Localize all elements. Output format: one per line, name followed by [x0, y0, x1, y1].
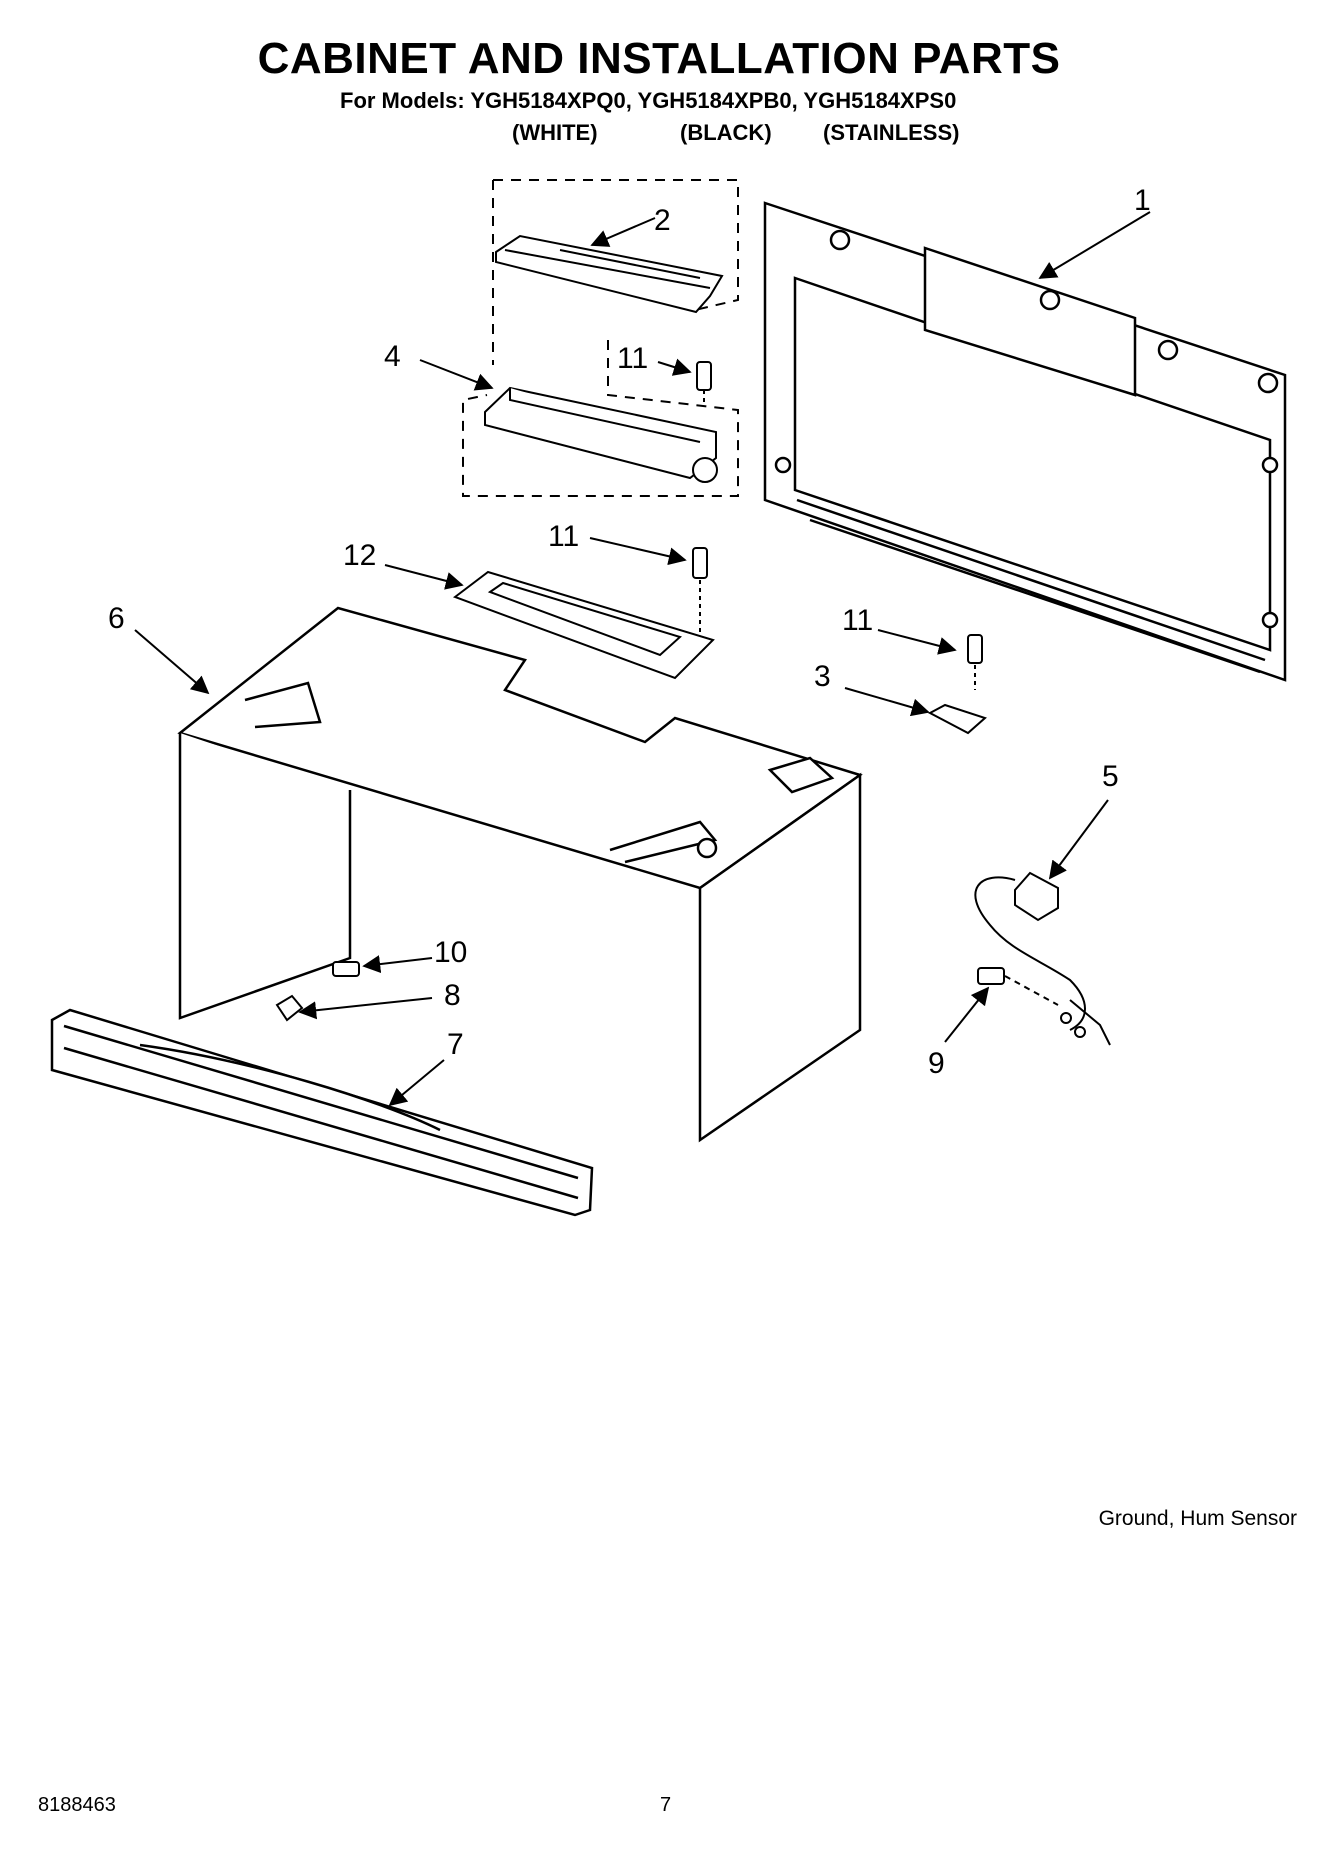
callout-4: 4 — [384, 340, 401, 373]
callout-9: 9 — [928, 1047, 945, 1080]
part-9-screw — [977, 967, 1059, 1006]
callout-1: 1 — [1134, 184, 1151, 217]
part-4-tray — [484, 386, 718, 483]
variant-white: (WHITE) — [512, 120, 598, 145]
part-7-grille — [50, 1008, 594, 1217]
part-5-hum-sensor — [974, 871, 1111, 1046]
variant-stainless: (STAINLESS) — [823, 120, 960, 145]
callout-12: 12 — [343, 539, 376, 572]
part-10-screw — [332, 961, 360, 977]
callout-8: 8 — [444, 979, 461, 1012]
part-3-plate — [927, 703, 987, 735]
screw-icon — [692, 361, 983, 690]
callout-11-right: 11 — [842, 604, 873, 637]
doc-number: 8188463 — [38, 1794, 116, 1816]
callout-3: 3 — [814, 660, 831, 693]
dashed-group-box — [462, 179, 739, 497]
callout-11-middle: 11 — [548, 520, 579, 553]
callout-5: 5 — [1102, 760, 1119, 793]
part-8-clip — [275, 994, 304, 1022]
callout-7: 7 — [447, 1028, 464, 1061]
page-number: 7 — [660, 1794, 672, 1816]
part-2-rail — [495, 234, 724, 314]
page-title: CABINET AND INSTALLATION PARTS — [257, 34, 1061, 83]
part-12-gasket — [452, 570, 715, 680]
variant-black: (BLACK) — [680, 120, 772, 145]
callout-2: 2 — [654, 204, 671, 237]
part-1-mounting-plate — [763, 201, 1287, 682]
sensor-note: Ground, Hum Sensor — [1098, 1507, 1297, 1530]
callout-11-upper: 11 — [617, 342, 648, 375]
callout-10: 10 — [434, 936, 467, 969]
leader-arrows — [134, 211, 1151, 1107]
callout-6: 6 — [108, 602, 125, 635]
part-6-cabinet — [177, 606, 863, 1143]
models-line: For Models: YGH5184XPQ0, YGH5184XPB0, YG… — [340, 88, 957, 113]
